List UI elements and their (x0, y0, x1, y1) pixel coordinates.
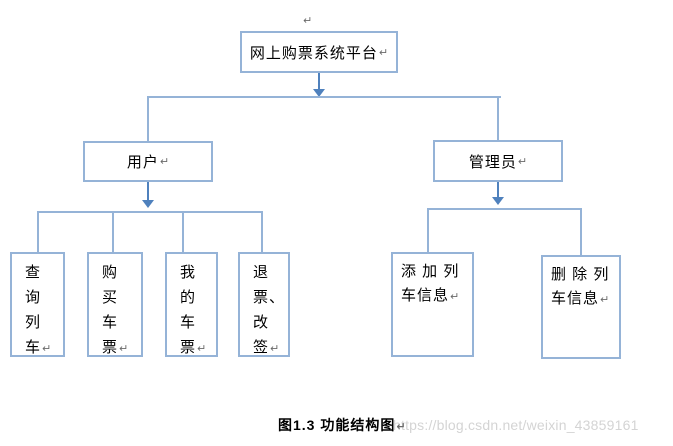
node-refund-change: 退 票、 改 签↵ (238, 252, 290, 357)
arrow-down-icon (142, 200, 154, 208)
node-my-ticket-line: 我 (180, 264, 197, 281)
connector-to-delete-train-info (580, 208, 582, 255)
return-mark: ↵ (450, 291, 460, 303)
node-refund-change-line: 改 (253, 314, 270, 331)
connector-root-stem (318, 73, 320, 89)
figure-caption: 图1.3 功能结构图↵ (278, 415, 406, 435)
return-mark: ↵ (270, 343, 280, 355)
node-query-train: 查 询 列 车↵ (10, 252, 65, 357)
connector-to-query-train (37, 211, 39, 252)
return-mark: ↵ (159, 156, 170, 168)
node-root: 网上购票系统平台↵ (240, 31, 398, 73)
node-user-label: 用户 (126, 154, 159, 171)
node-refund-change-line: 退 (253, 264, 270, 281)
return-mark: ↵ (517, 155, 528, 168)
node-delete-train-info-line: 删 除 列 (551, 266, 610, 283)
return-mark: ↵ (396, 421, 406, 433)
arrow-down-icon (313, 89, 325, 97)
return-mark: ↵ (119, 343, 129, 355)
node-buy-ticket-line: 买 (102, 289, 119, 306)
node-root-label: 网上购票系统平台 (249, 44, 378, 62)
node-query-train-line: 询 (25, 289, 42, 306)
connector-to-refund-change (261, 211, 263, 252)
node-user: 用户↵ (83, 141, 213, 182)
node-my-ticket-line: 票↵ (180, 339, 207, 356)
return-mark: ↵ (600, 294, 610, 306)
node-add-train-info-line: 车信息↵ (401, 287, 460, 304)
return-mark: ↵ (303, 15, 313, 27)
node-buy-ticket-line: 车 (102, 314, 119, 331)
node-my-ticket-line: 的 (180, 289, 197, 306)
connector-to-user (147, 96, 149, 141)
connector-to-my-ticket (182, 211, 184, 252)
connector-level1-horizontal (147, 96, 501, 98)
return-mark: ↵ (378, 46, 389, 59)
node-refund-change-line: 票、 (253, 289, 286, 306)
node-buy-ticket-line: 票↵ (102, 339, 129, 356)
return-mark: ↵ (197, 343, 207, 355)
connector-user-stem (147, 182, 149, 200)
node-query-train-line: 车↵ (25, 339, 52, 356)
node-my-ticket: 我 的 车 票↵ (165, 252, 218, 357)
node-query-train-line: 查 (25, 264, 42, 281)
figure-caption-label: 图1.3 功能结构图 (278, 417, 396, 433)
return-mark: ↵ (42, 343, 52, 355)
node-admin-label: 管理员 (468, 153, 517, 171)
connector-admin-stem (497, 182, 499, 197)
arrow-down-icon (492, 197, 504, 205)
node-add-train-info: 添 加 列 车信息↵ (391, 252, 474, 357)
connector-admin-horizontal (427, 208, 582, 210)
connector-to-buy-ticket (112, 211, 114, 252)
node-buy-ticket-line: 购 (102, 264, 119, 281)
node-delete-train-info: 删 除 列 车信息↵ (541, 255, 621, 359)
connector-to-admin (497, 96, 499, 140)
node-delete-train-info-line: 车信息↵ (551, 290, 610, 307)
node-buy-ticket: 购 买 车 票↵ (87, 252, 143, 357)
node-admin: 管理员↵ (433, 140, 563, 182)
node-query-train-line: 列 (25, 314, 42, 331)
node-add-train-info-line: 添 加 列 (401, 263, 460, 280)
node-my-ticket-line: 车 (180, 314, 197, 331)
connector-to-add-train-info (427, 208, 429, 252)
connector-user-horizontal (37, 211, 263, 213)
csdn-watermark: https://blog.csdn.net/weixin_43859161 (393, 417, 639, 433)
node-refund-change-line: 签↵ (253, 339, 280, 356)
